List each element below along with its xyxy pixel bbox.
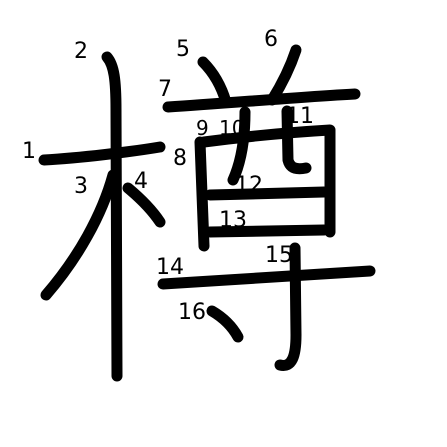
stroke-number-13: 13: [219, 208, 247, 233]
stroke-1: [38, 141, 166, 166]
stroke-number-9: 9: [196, 116, 209, 140]
stroke-2: [101, 51, 123, 382]
stroke-15: [274, 242, 302, 371]
stroke-number-14: 14: [156, 255, 184, 280]
stroke-12: [204, 186, 330, 201]
stroke-number-16: 16: [178, 300, 206, 325]
stroke-3: [40, 169, 119, 301]
stroke-8: [194, 136, 210, 252]
stroke-number-2: 2: [74, 39, 88, 64]
stroke-9-12: [198, 124, 336, 238]
stroke-14: [157, 265, 376, 290]
stroke-number-6: 6: [264, 27, 278, 52]
stroke-number-12: 12: [235, 173, 263, 198]
stroke-number-1: 1: [22, 139, 36, 164]
stroke-5: [197, 56, 232, 108]
stroke-13: [204, 224, 330, 238]
stroke-number-15: 15: [265, 243, 293, 268]
stroke-number-5: 5: [176, 37, 190, 62]
stroke-7: [162, 88, 361, 113]
stroke-6: [266, 44, 302, 106]
stroke-11: [281, 105, 312, 175]
stroke-number-10: 10: [219, 116, 244, 140]
stroke-10: [227, 106, 251, 186]
stroke-4: [122, 182, 166, 228]
stroke-16: [206, 305, 244, 343]
stroke-number-4: 4: [134, 169, 148, 194]
stroke-number-11: 11: [286, 104, 314, 129]
stroke-number-8: 8: [173, 146, 187, 171]
stroke-number-3: 3: [74, 174, 88, 199]
stroke-number-7: 7: [158, 77, 172, 102]
